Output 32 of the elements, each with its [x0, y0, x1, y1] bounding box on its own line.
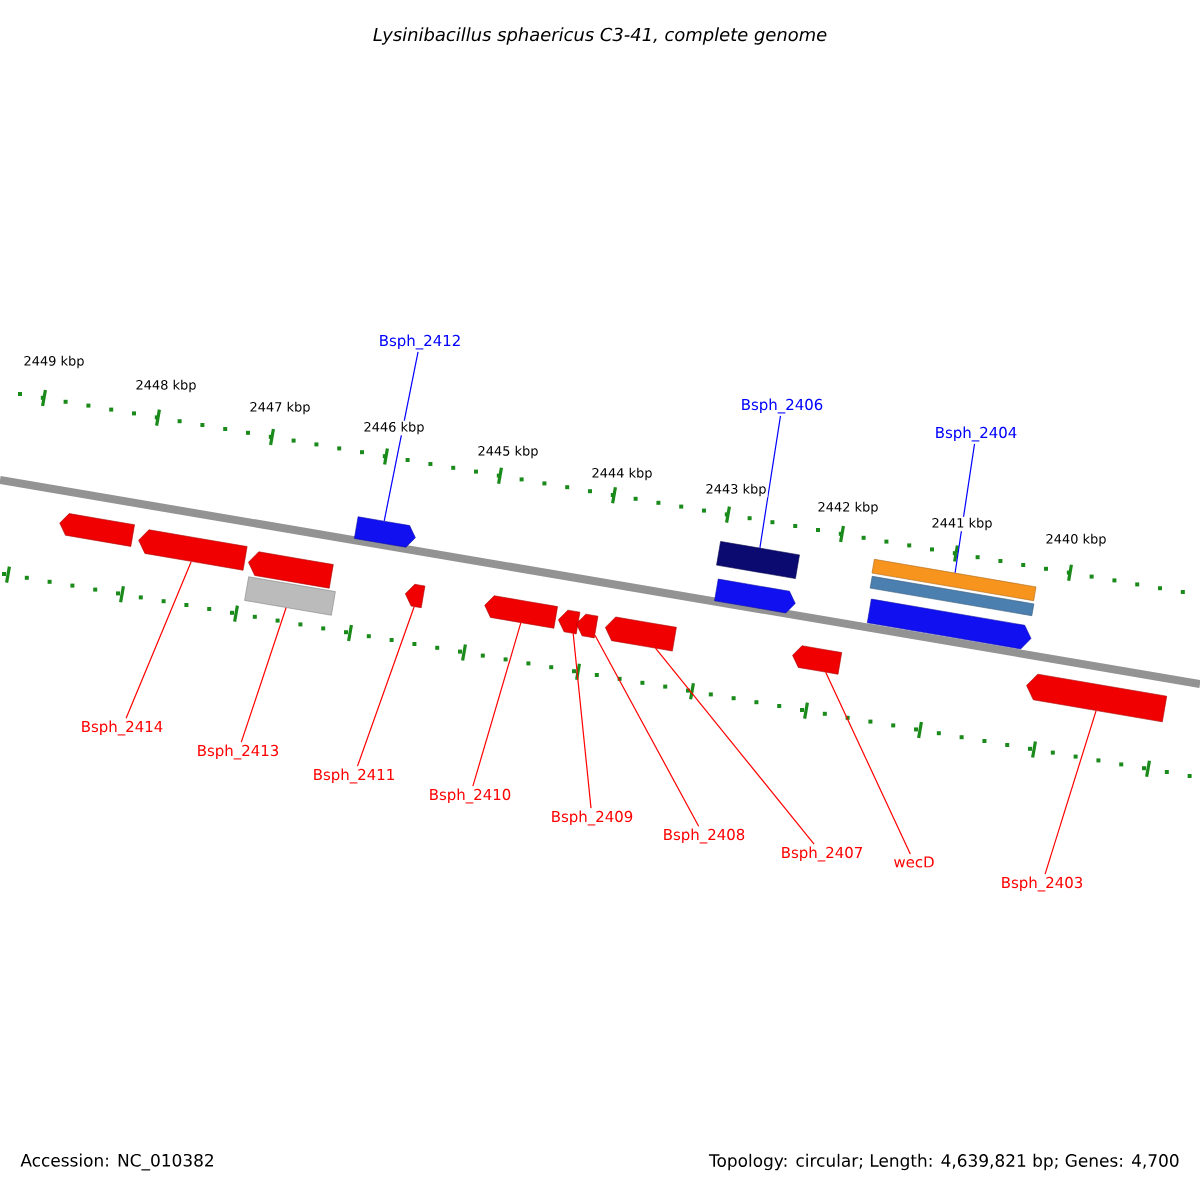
leader-line	[954, 443, 976, 574]
footer-text: Accession: NC_010382	[20, 1153, 213, 1171]
leader-line	[572, 632, 592, 809]
leader-line	[125, 561, 192, 719]
leader-line	[1044, 710, 1097, 875]
leader-line	[383, 351, 419, 522]
feature-bar	[871, 559, 1037, 601]
feature-bar	[244, 576, 336, 616]
leader-line	[759, 415, 782, 549]
gene-glyph	[138, 529, 248, 571]
feature-bar	[869, 576, 1035, 617]
gene-glyph	[248, 551, 334, 589]
gene-glyph	[405, 584, 426, 608]
leader-line	[654, 647, 815, 845]
feature-bar	[716, 541, 800, 579]
leader-line	[356, 606, 415, 767]
footer-text: Topology: circular; Length: 4,639,821 bp; Genes: 4,700	[708, 1153, 1179, 1171]
leader-line	[472, 622, 522, 787]
leader-line	[240, 607, 287, 743]
gene-glyph	[605, 616, 677, 652]
gene-glyph	[792, 645, 842, 675]
gene-glyph	[867, 598, 1032, 650]
gene-glyph	[59, 513, 135, 547]
gene-glyph	[576, 613, 599, 639]
gene-glyph	[558, 609, 581, 635]
title: Lysinibacillus sphaericus C3-41, complete genome	[373, 27, 827, 45]
gene-glyph	[714, 578, 796, 614]
gene-glyph	[484, 595, 558, 629]
leader-line	[594, 634, 700, 827]
leader-line	[825, 671, 911, 855]
gene-glyph	[354, 516, 416, 548]
gene-glyph	[1026, 673, 1167, 723]
